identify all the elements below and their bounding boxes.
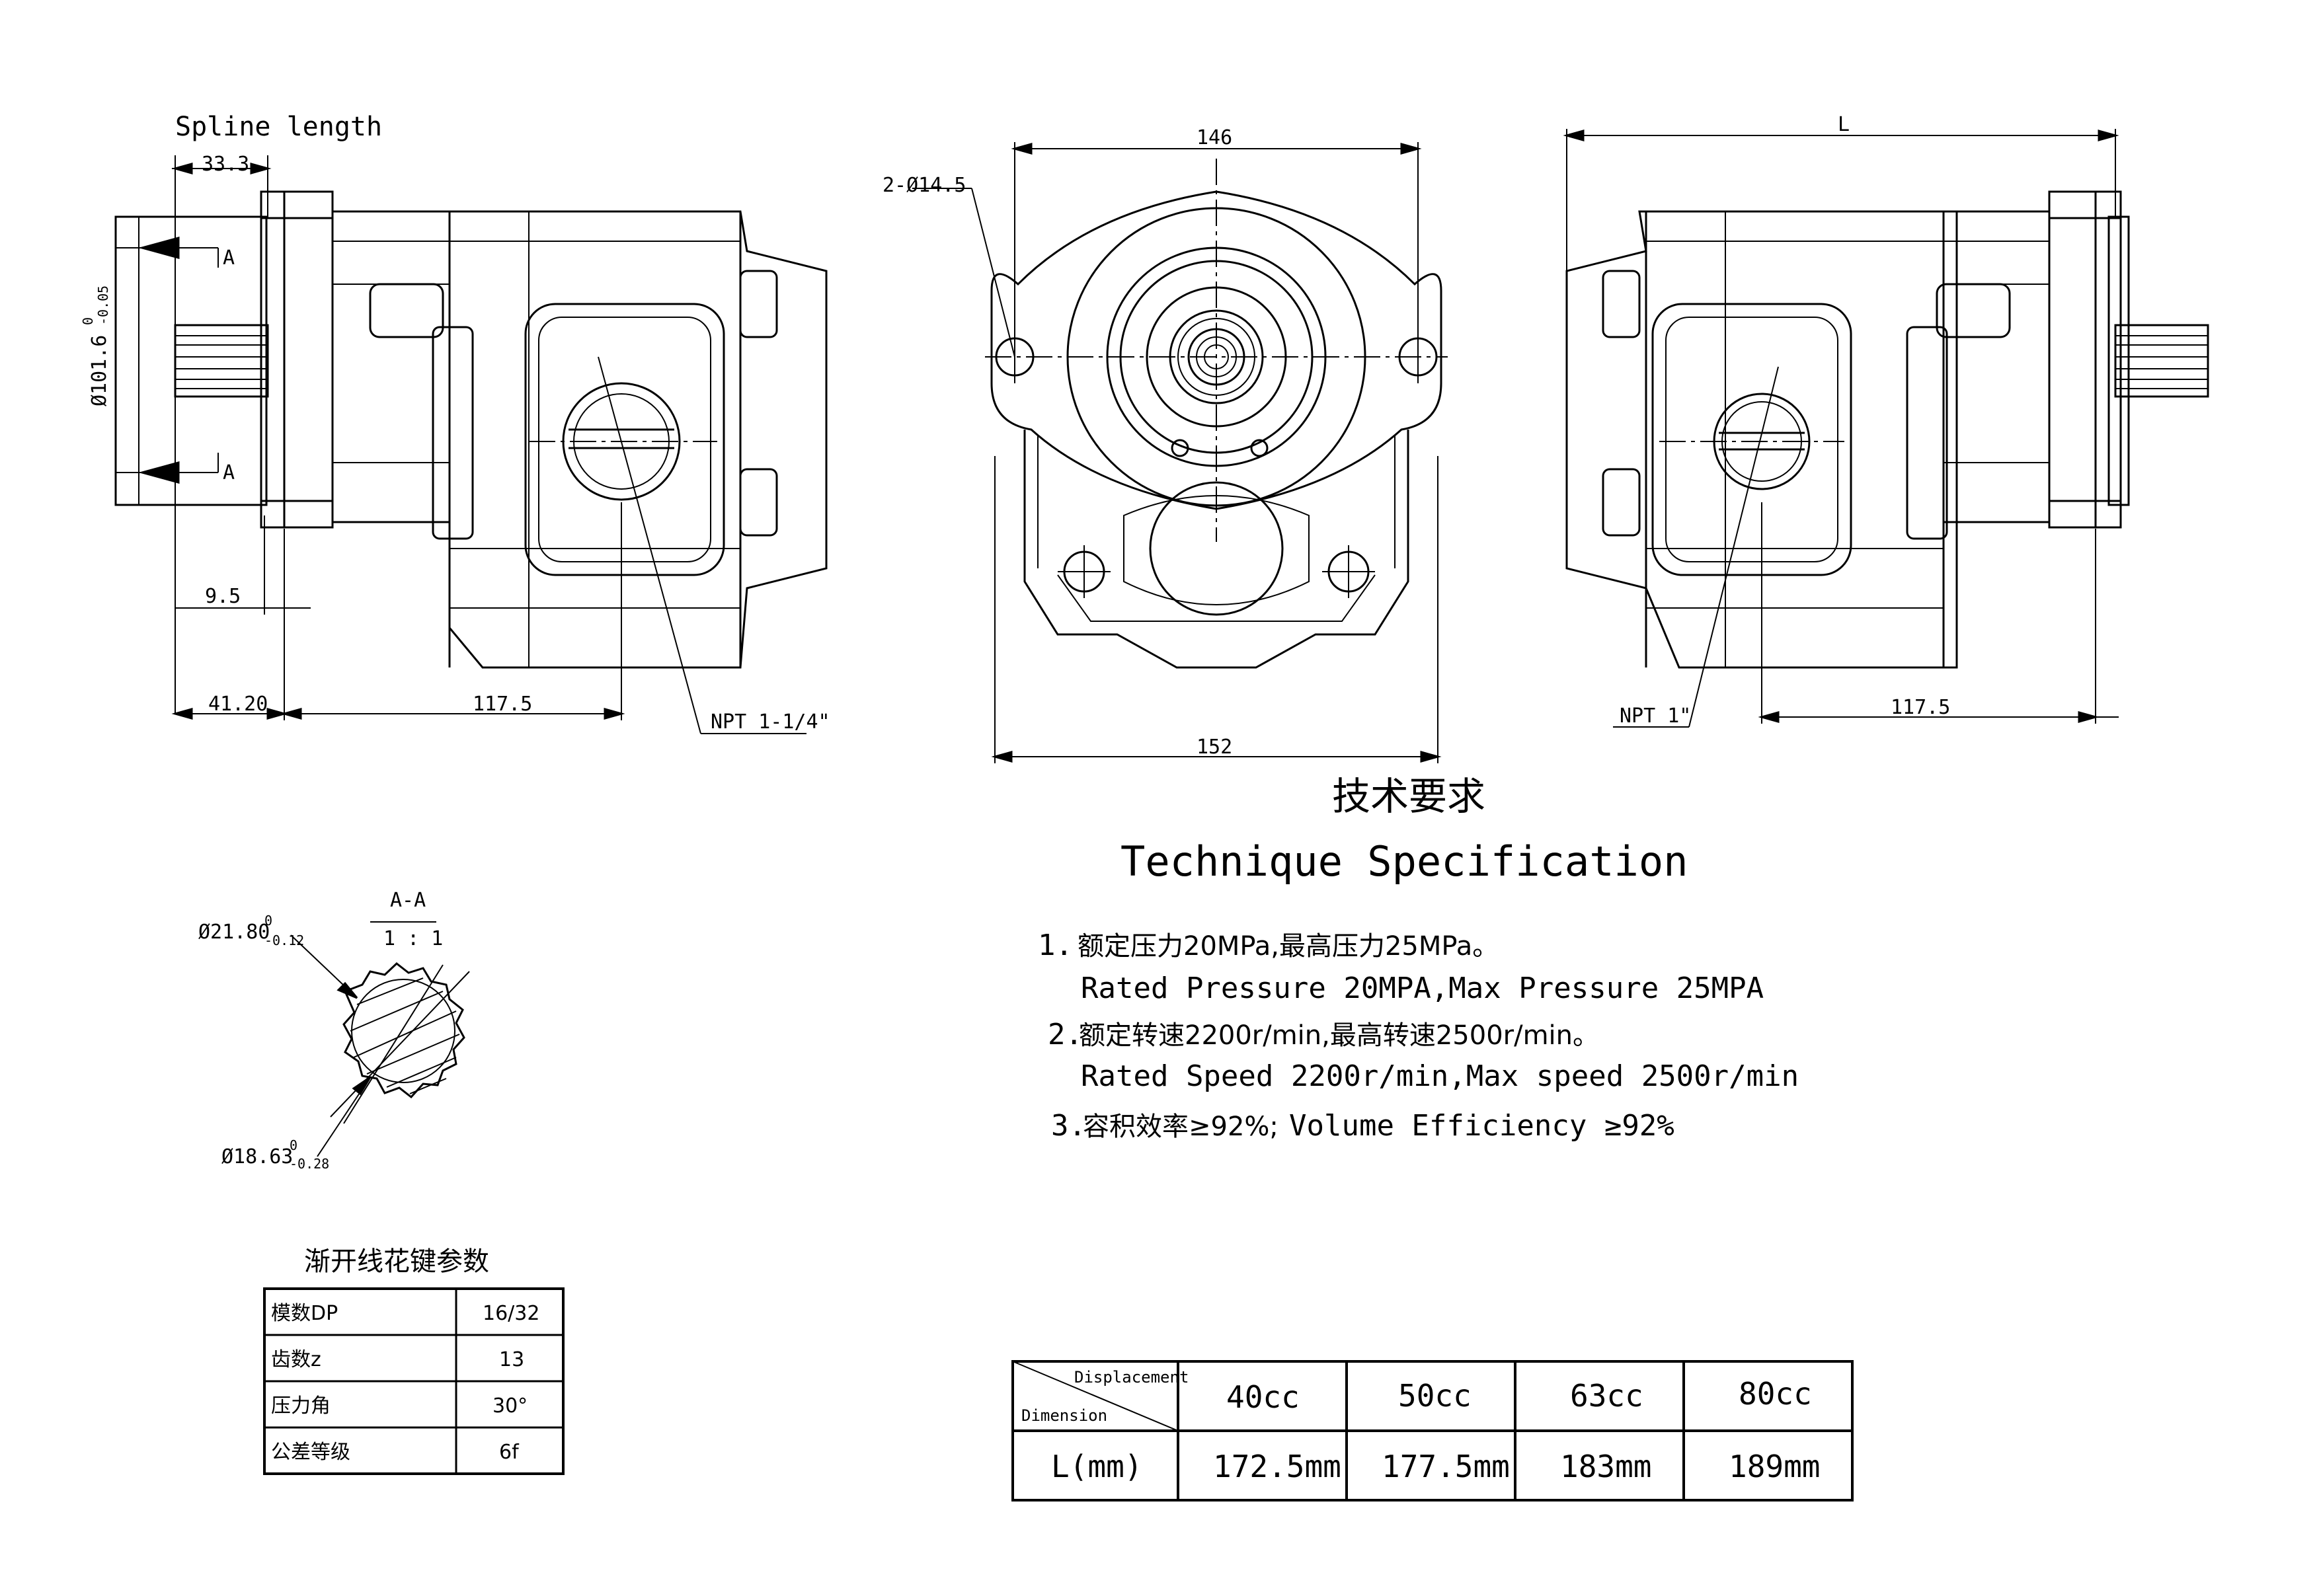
section-title: A-A bbox=[390, 889, 426, 912]
disp-header-bottom: Dimension bbox=[1021, 1406, 1107, 1425]
spline-table-title: 渐开线花键参数 bbox=[304, 1246, 489, 1277]
spline-param-4: 公差等级 bbox=[271, 1441, 350, 1464]
spec-item-1-en: Rated Pressure 20MPA,Max Pressure 25MPA bbox=[1081, 971, 1764, 1005]
dim-41-20: 41.20 bbox=[208, 693, 268, 716]
outer-diameter: Ø21.80 bbox=[198, 921, 270, 944]
dim-146: 146 bbox=[1197, 126, 1232, 149]
spline-length-label: Spline length bbox=[175, 112, 382, 142]
spec-item-3-en: Volume Efficiency ≥92% bbox=[1289, 1109, 1674, 1143]
spline-param-3: 压力角 bbox=[271, 1394, 331, 1418]
displacement-table bbox=[1011, 1360, 1854, 1501]
disp-val-4: 189mm bbox=[1729, 1449, 1820, 1484]
outer-tol-lower: -0.12 bbox=[264, 932, 304, 948]
spline-value-1: 16/32 bbox=[483, 1302, 539, 1325]
dim-117-5-left: 117.5 bbox=[473, 693, 532, 716]
spline-param-1: 模数DP bbox=[271, 1302, 338, 1325]
disp-val-3: 183mm bbox=[1560, 1449, 1651, 1484]
dim-diameter-tol-upper: 0 bbox=[80, 317, 96, 325]
npt-1-label: NPT 1" bbox=[1620, 704, 1691, 728]
dim-9-5: 9.5 bbox=[205, 585, 241, 608]
disp-col-4: 80cc bbox=[1739, 1376, 1812, 1412]
spec-item-1-num: 1. bbox=[1038, 929, 1073, 962]
disp-col-1: 40cc bbox=[1226, 1379, 1300, 1415]
spec-item-3-num: 3. bbox=[1051, 1109, 1086, 1143]
left-side-view bbox=[114, 155, 828, 734]
section-a-a-view bbox=[290, 921, 470, 1157]
spec-title-cn: 技术要求 bbox=[1332, 774, 1485, 819]
spec-item-2-en: Rated Speed 2200r/min,Max speed 2500r/mi… bbox=[1081, 1059, 1799, 1093]
disp-header-top: Displacement bbox=[1074, 1368, 1189, 1387]
spec-item-3-cn: 容积效率≥92%; bbox=[1083, 1112, 1278, 1142]
spline-value-4: 6f bbox=[499, 1441, 520, 1464]
disp-row-label: L(mm) bbox=[1051, 1449, 1142, 1484]
inner-tol-upper: 0 bbox=[290, 1137, 297, 1153]
disp-col-3: 63cc bbox=[1570, 1378, 1643, 1414]
inner-tol-lower: -0.28 bbox=[290, 1156, 329, 1172]
spline-value-3: 30° bbox=[492, 1394, 528, 1418]
spline-table bbox=[263, 1287, 565, 1475]
dim-diameter-tol-lower: -0.05 bbox=[95, 285, 111, 325]
dim-117-5-right: 117.5 bbox=[1891, 696, 1950, 719]
disp-val-1: 172.5mm bbox=[1213, 1449, 1341, 1484]
outer-tol-upper: 0 bbox=[264, 913, 272, 929]
dim-diameter: Ø101.6 bbox=[88, 335, 111, 406]
spline-param-2: 齿数z bbox=[271, 1348, 321, 1371]
dim-L: L bbox=[1838, 113, 1850, 136]
front-view bbox=[912, 142, 1448, 763]
section-scale: 1 : 1 bbox=[383, 927, 443, 950]
npt-1-1-4-label: NPT 1-1/4" bbox=[711, 710, 830, 734]
dim-33-3: 33.3 bbox=[202, 153, 249, 176]
inner-diameter: Ø18.63 bbox=[221, 1145, 293, 1168]
disp-col-2: 50cc bbox=[1398, 1378, 1472, 1414]
spec-item-2-cn: 额定转速2200r/min,最高转速2500r/min。 bbox=[1079, 1020, 1599, 1051]
right-side-view bbox=[1563, 129, 2209, 728]
spec-item-1-cn: 额定压力20MPa,最高压力25MPa。 bbox=[1078, 931, 1499, 962]
disp-val-2: 177.5mm bbox=[1382, 1449, 1510, 1484]
dim-152: 152 bbox=[1197, 736, 1232, 759]
holes-label: 2-Ø14.5 bbox=[883, 174, 966, 197]
section-mark-bottom: A bbox=[223, 461, 235, 484]
spec-item-2-num: 2. bbox=[1048, 1018, 1083, 1051]
section-mark-top: A bbox=[223, 247, 235, 270]
spline-value-2: 13 bbox=[499, 1348, 524, 1371]
spec-title-en: Technique Specification bbox=[1120, 837, 1688, 886]
